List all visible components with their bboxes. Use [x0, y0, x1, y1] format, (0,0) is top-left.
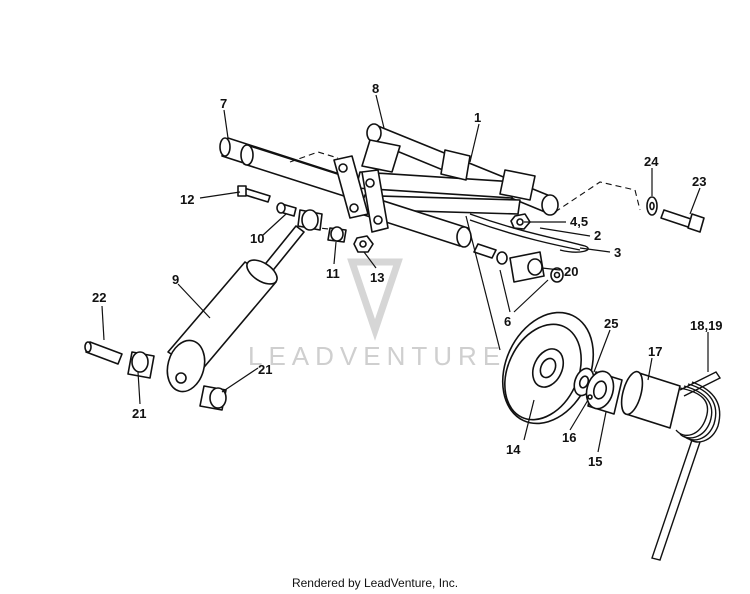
part-24-washer	[646, 196, 658, 216]
dashed-guide-right	[554, 181, 641, 213]
frame-side-plates	[333, 155, 389, 233]
part-9-shock	[166, 225, 305, 393]
part-6-bracket	[509, 251, 545, 283]
part-7-rod	[219, 137, 353, 197]
callout-2: 2	[594, 228, 601, 243]
callout-24: 24	[644, 154, 659, 169]
callout-15: 15	[588, 454, 602, 469]
callout-11: 11	[326, 266, 340, 281]
callout-labels: 1 2 3 4,5 6 7 8 9 10 11 12 13 14 15 16 1…	[92, 81, 723, 469]
callout-6: 6	[504, 314, 511, 329]
dashed-guide-left	[289, 151, 339, 163]
callout-13: 13	[370, 270, 384, 285]
callout-1: 1	[474, 110, 481, 125]
watermark-text: LEADVENTURE	[248, 341, 506, 371]
shock-upper-collar	[297, 209, 323, 231]
part-22-pin	[84, 341, 123, 365]
callout-8: 8	[372, 81, 379, 96]
callout-12: 12	[180, 192, 194, 207]
part-13-nut	[353, 235, 374, 253]
leader-lines	[101, 94, 709, 453]
callout-9: 9	[172, 272, 179, 287]
callout-14: 14	[506, 442, 521, 457]
part-21-spacer-right	[199, 385, 227, 411]
callout-4-5: 4,5	[570, 214, 588, 229]
part-23-bolt	[660, 209, 705, 233]
callout-16: 16	[562, 430, 576, 445]
callout-22: 22	[92, 290, 106, 305]
callout-7: 7	[220, 96, 227, 111]
frame-end-washer	[473, 243, 508, 265]
callout-23: 23	[692, 174, 706, 189]
part-14-pulley	[501, 311, 595, 425]
callout-17: 17	[648, 344, 662, 359]
callout-10: 10	[250, 231, 264, 246]
callout-21-right: 21	[258, 362, 272, 377]
callout-21-lower: 21	[132, 406, 146, 421]
footer-credit: Rendered by LeadVenture, Inc.	[291, 576, 459, 590]
callout-3: 3	[614, 245, 621, 260]
part-4-5-nut	[510, 213, 531, 230]
callout-25: 25	[604, 316, 618, 331]
part-12-bolt	[237, 185, 271, 203]
part-21-spacer-left	[127, 351, 155, 379]
callout-20: 20	[564, 264, 578, 279]
part-18-19-spring	[651, 371, 722, 561]
watermark: LEADVENTURE	[248, 258, 506, 371]
callout-18-19: 18,19	[690, 318, 723, 333]
part-11-spacer	[327, 226, 347, 243]
part-10-bushing	[276, 202, 297, 217]
part-20-nut	[550, 267, 564, 283]
part-15-hub	[585, 370, 623, 415]
part-2-3-cable	[469, 213, 589, 253]
part-17-spacer	[620, 370, 681, 429]
part-1-frame	[355, 139, 536, 248]
